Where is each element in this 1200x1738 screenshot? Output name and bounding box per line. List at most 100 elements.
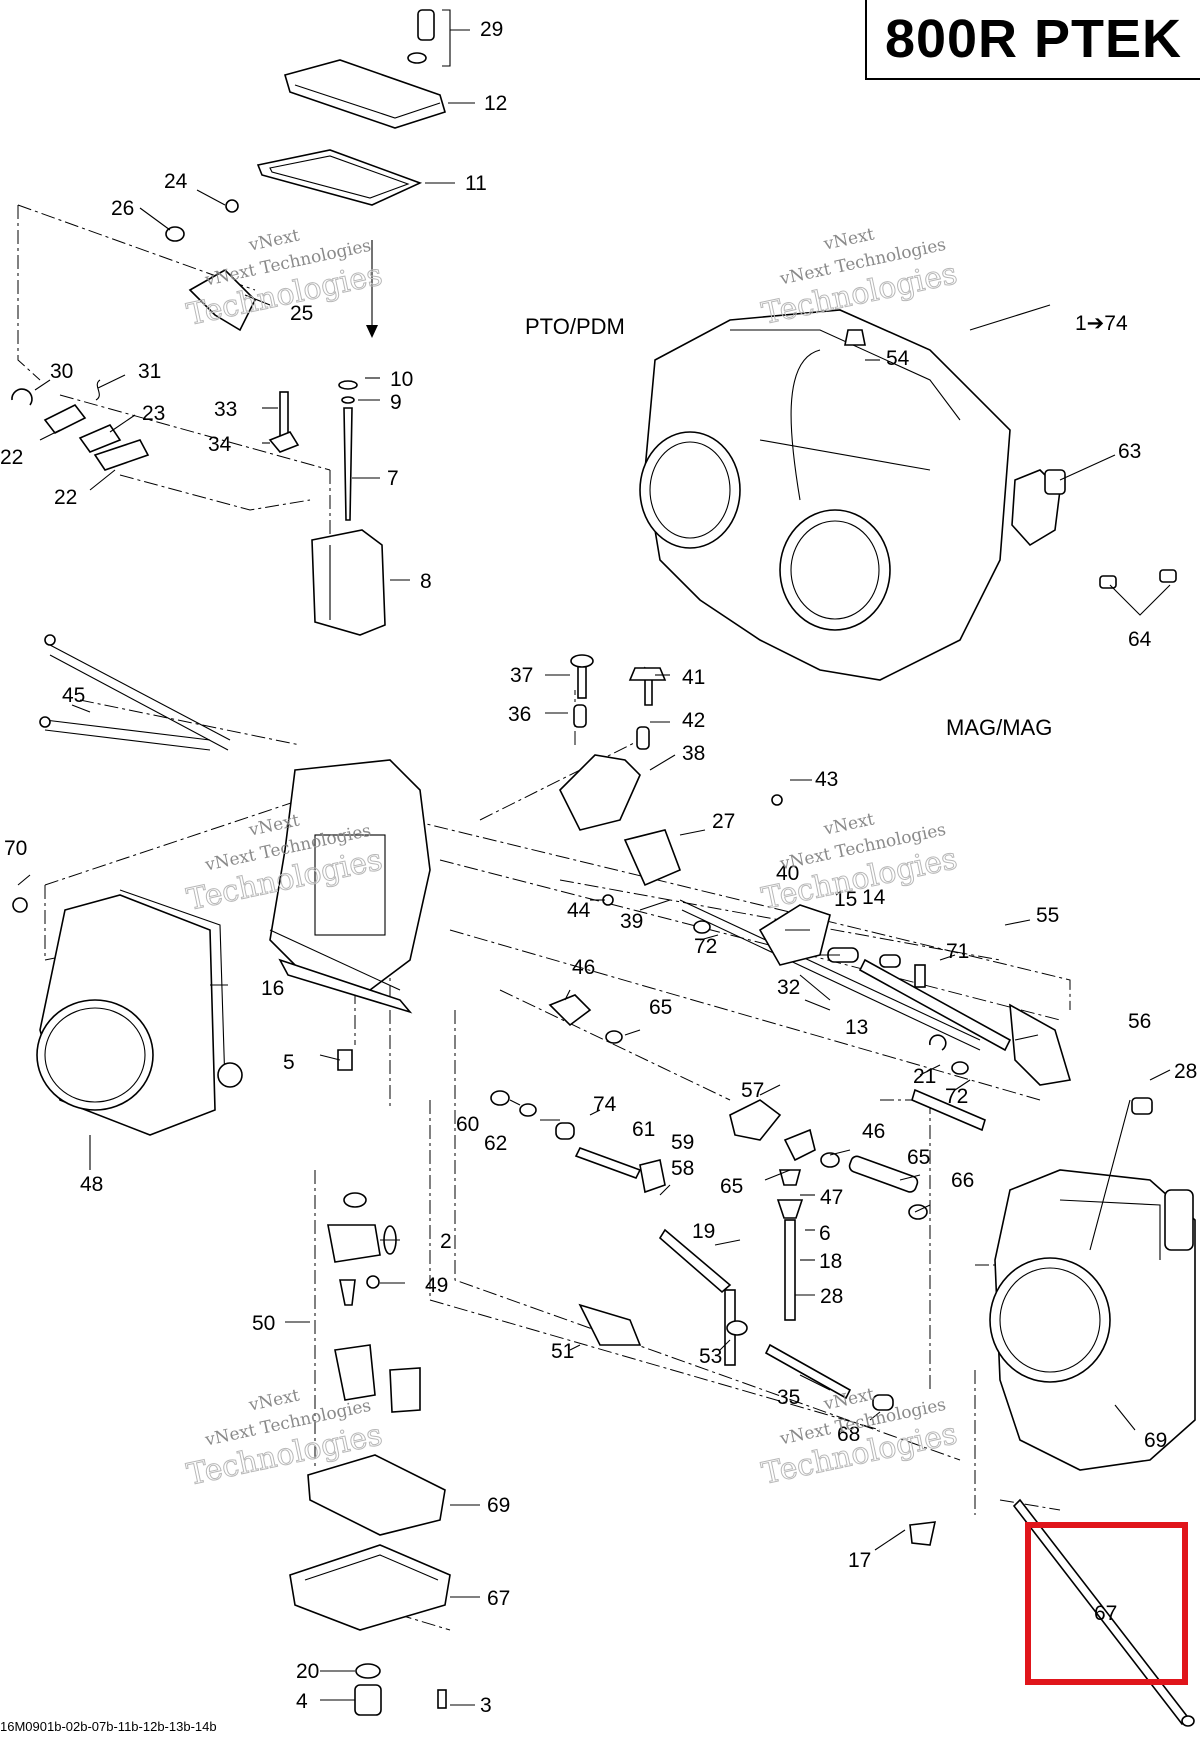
callout: 65 — [907, 1146, 930, 1169]
choke-linkage-parts — [11, 199, 256, 471]
callout: 60 — [456, 1113, 479, 1136]
callout: 69 — [487, 1494, 510, 1517]
part-callouts: 29 12 11 24 26 25 1➔74 54 63 64 30 31 23… — [0, 18, 1197, 1717]
callout: 67 — [487, 1587, 510, 1610]
callout: 47 — [820, 1186, 843, 1209]
pto-side-label: PTO/PDM — [525, 314, 625, 339]
callout: 63 — [1118, 440, 1141, 463]
callout: 56 — [1128, 1010, 1151, 1033]
choke-shaft-parts — [693, 904, 1072, 1086]
callout: 65 — [649, 996, 672, 1019]
callout: 20 — [296, 1660, 319, 1683]
callout: 30 — [50, 360, 73, 383]
callout: 23 — [142, 402, 165, 425]
watermark-group: vNext vNext Technologies Technologies — [183, 225, 385, 333]
callout: 6 — [819, 1222, 831, 1245]
callout: 72 — [694, 935, 717, 958]
callout: 50 — [252, 1312, 275, 1335]
callout: 68 — [837, 1423, 860, 1446]
callout: 22 — [54, 486, 77, 509]
mag-side-label: MAG/MAG — [946, 715, 1052, 740]
callout: 65 — [720, 1175, 743, 1198]
callout: 8 — [420, 570, 432, 593]
adjuster-parts — [490, 994, 928, 1366]
callout: 54 — [886, 347, 910, 370]
callout: 1➔74 — [1075, 312, 1128, 335]
callout: 26 — [111, 197, 134, 220]
callout: 31 — [138, 360, 161, 383]
callout: 16 — [261, 977, 284, 1000]
callout: 49 — [425, 1274, 448, 1297]
model-title-box: 800R PTEK — [865, 0, 1200, 80]
callout: 11 — [465, 172, 487, 195]
callout: 14 — [862, 886, 886, 909]
throttle-linkage — [559, 654, 981, 1051]
carburetor-assembly-mag — [989, 1097, 1196, 1471]
callout: 62 — [484, 1132, 507, 1155]
top-cover-assembly — [256, 9, 451, 338]
callout: 15 — [834, 888, 857, 911]
callout: 41 — [682, 666, 705, 689]
callout: 43 — [815, 768, 838, 791]
callout: 74 — [593, 1093, 617, 1116]
callout: 57 — [741, 1079, 764, 1102]
callout: 35 — [777, 1386, 800, 1409]
callout: 12 — [484, 92, 507, 115]
callout: 55 — [1036, 904, 1059, 927]
callout: 69 — [1144, 1429, 1167, 1452]
callout: 44 — [567, 899, 591, 922]
callout: 9 — [390, 391, 402, 414]
carburetor-body-center — [39, 634, 431, 1014]
callout: 10 — [390, 368, 413, 391]
callout: 19 — [692, 1220, 715, 1243]
callout: 13 — [845, 1016, 868, 1039]
callout: 5 — [283, 1051, 295, 1074]
callout: 22 — [0, 446, 23, 469]
callout: 66 — [951, 1169, 974, 1192]
callout: 34 — [208, 433, 232, 456]
diagram-code: 16M0901b-02b-07b-11b-12b-13b-14b — [0, 1719, 217, 1734]
callout: 17 — [848, 1549, 871, 1572]
callout: 4 — [296, 1690, 308, 1713]
callout: 70 — [4, 837, 27, 860]
throttle-slide-parts — [268, 380, 386, 636]
model-title: 800R PTEK — [884, 9, 1183, 69]
callout: 45 — [62, 684, 85, 707]
callout: 38 — [682, 742, 705, 765]
callout: 42 — [682, 709, 705, 732]
callout: 29 — [480, 18, 503, 41]
callout: 61 — [632, 1118, 655, 1141]
float-bowl-assembly — [289, 1049, 451, 1716]
callout: 32 — [777, 976, 800, 999]
callout: 24 — [164, 170, 188, 193]
callout: 2 — [440, 1230, 452, 1253]
callout: 27 — [712, 810, 735, 833]
callout: 71 — [946, 940, 969, 963]
callout: 46 — [862, 1120, 885, 1143]
callout: 28 — [1174, 1060, 1197, 1083]
highlight-box — [1025, 1522, 1188, 1685]
watermark-group: vNext vNext Technologies Technologies — [758, 224, 960, 332]
callout: 39 — [620, 910, 643, 933]
callout: 3 — [480, 1694, 492, 1717]
callout: 21 — [913, 1065, 936, 1088]
callout: 28 — [820, 1285, 843, 1308]
leader-lines — [17, 29, 1171, 1706]
callout: 7 — [387, 467, 399, 490]
carburetor-assembly-pto — [639, 309, 1177, 681]
callout: 36 — [508, 703, 531, 726]
callout: 25 — [290, 302, 313, 325]
callout: 46 — [572, 956, 595, 979]
callout: 53 — [699, 1345, 722, 1368]
callout: 37 — [510, 664, 533, 687]
callout: 40 — [776, 862, 799, 885]
callout: 18 — [819, 1250, 842, 1273]
callout: 64 — [1128, 628, 1152, 651]
intake-adapter — [12, 889, 243, 1136]
callout: 72 — [945, 1085, 968, 1108]
callout: 48 — [80, 1173, 103, 1196]
callout: 33 — [214, 398, 237, 421]
callout: 59 — [671, 1131, 694, 1154]
assembly-guide-lines — [17, 204, 1071, 1631]
